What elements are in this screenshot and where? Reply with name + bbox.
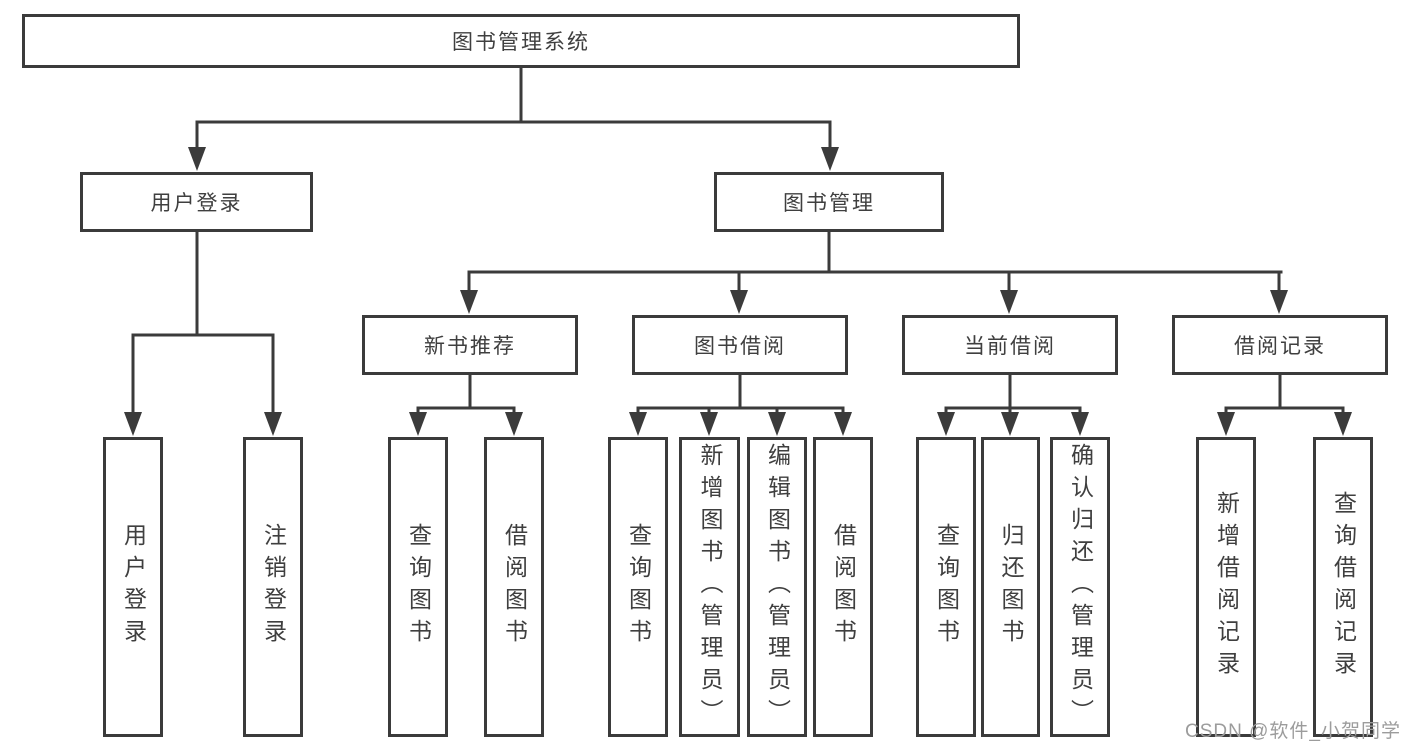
node-current-borrowing-label: 当前借阅 [964, 335, 1056, 358]
node-user-login: 用户登录 [80, 172, 313, 232]
leaf-query-books-current: 查询图书 [916, 437, 976, 737]
leaf-borrow-books-borrowing-label: 借阅图书 [830, 523, 857, 651]
leaf-user-login-label: 用户登录 [120, 523, 147, 651]
leaf-query-borrow-record-label: 查询借阅记录 [1330, 491, 1357, 683]
node-user-login-label: 用户登录 [150, 192, 243, 215]
leaf-confirm-return-admin-label: 确认归还（管理员） [1067, 443, 1094, 731]
leaf-user-login: 用户登录 [103, 437, 163, 737]
csdn-watermark: CSDN @软件_小贺同学 [1185, 721, 1401, 742]
node-book-management: 图书管理 [714, 172, 944, 232]
leaf-query-books-recommend-label: 查询图书 [405, 523, 432, 651]
leaf-edit-books-admin-label: 编辑图书（管理员） [764, 443, 791, 731]
leaf-query-books-current-label: 查询图书 [933, 523, 960, 651]
node-borrowing-records-label: 借阅记录 [1234, 335, 1326, 358]
node-book-management-label: 图书管理 [783, 192, 875, 215]
node-library-system-label: 图书管理系统 [452, 31, 590, 54]
node-new-book-recommendation: 新书推荐 [362, 315, 578, 375]
leaf-logout-login: 注销登录 [243, 437, 303, 737]
leaf-add-books-admin: 新增图书（管理员） [679, 437, 740, 737]
leaf-edit-books-admin: 编辑图书（管理员） [747, 437, 807, 737]
node-borrowing-records: 借阅记录 [1172, 315, 1388, 375]
node-book-borrowing: 图书借阅 [632, 315, 848, 375]
node-book-borrowing-label: 图书借阅 [694, 335, 786, 358]
leaf-borrow-books-recommend-label: 借阅图书 [501, 523, 528, 651]
leaf-borrow-books-borrowing: 借阅图书 [813, 437, 873, 737]
leaf-query-borrow-record: 查询借阅记录 [1313, 437, 1373, 737]
leaf-query-books-recommend: 查询图书 [388, 437, 448, 737]
node-current-borrowing: 当前借阅 [902, 315, 1118, 375]
leaf-add-borrow-record: 新增借阅记录 [1196, 437, 1256, 737]
leaf-confirm-return-admin: 确认归还（管理员） [1050, 437, 1110, 737]
leaf-logout-login-label: 注销登录 [260, 523, 287, 651]
leaf-return-books: 归还图书 [981, 437, 1040, 737]
leaf-query-books-borrowing: 查询图书 [608, 437, 668, 737]
node-library-system: 图书管理系统 [22, 14, 1020, 68]
leaf-return-books-label: 归还图书 [998, 523, 1024, 651]
leaf-add-books-admin-label: 新增图书（管理员） [697, 443, 723, 731]
node-new-book-recommendation-label: 新书推荐 [424, 335, 516, 358]
leaf-borrow-books-recommend: 借阅图书 [484, 437, 544, 737]
leaf-query-books-borrowing-label: 查询图书 [625, 523, 652, 651]
leaf-add-borrow-record-label: 新增借阅记录 [1213, 491, 1240, 683]
